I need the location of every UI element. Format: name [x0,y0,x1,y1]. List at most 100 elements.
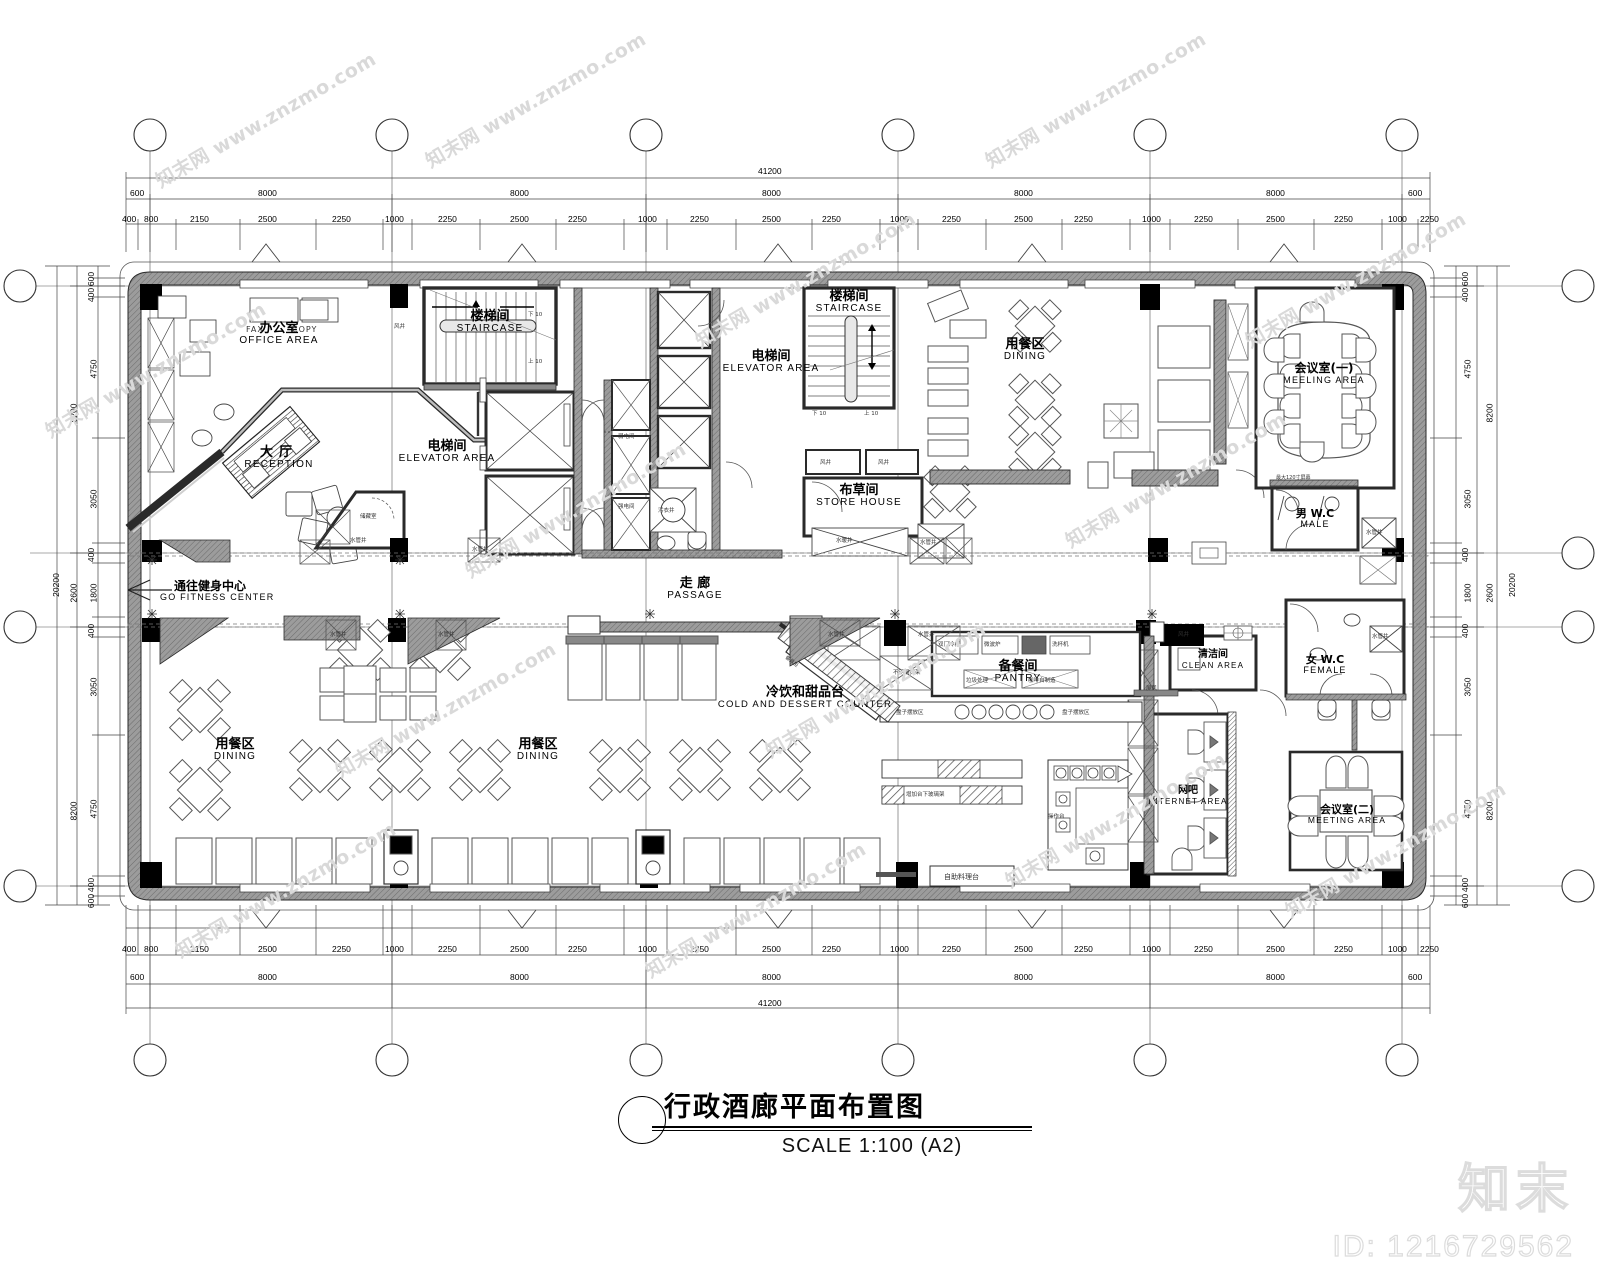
self-serve-counters [876,759,1133,887]
operation-table-label: 操作台 [1048,814,1065,820]
title-rule-2 [652,1130,1032,1131]
dim-top-d16: 2250 [1074,214,1093,224]
dim-left-overall: 20200 [50,573,61,597]
dining-upper-right [923,289,1265,519]
dim-right-d5: 1800 [1462,583,1473,603]
pantry-microwave-label: 微波炉 [984,642,1001,648]
dim-top-bay-2: 8000 [510,188,529,198]
grid-bubbles [3,118,1595,1077]
dim-bot-d18: 2250 [1194,944,1213,954]
dim-top-d9: 1000 [638,214,657,224]
dim-top-d0: 400 [122,214,137,224]
dim-left-d9: 400 [86,877,97,893]
dim-top-d3: 2500 [258,214,277,224]
plate-zone-left: 盘子摆放区 [896,710,924,716]
weak-electric-shaft: 弱电间 [618,434,635,440]
dim-top-d15: 2500 [1014,214,1033,224]
dim-bot-d5: 1000 [385,944,404,954]
dim-overall-width-bottom: 41200 [758,998,782,1008]
internet-area [1127,635,1237,877]
glass-rack-label: 增加台下玻璃架 [906,792,945,798]
water-pipe-shaft-6: 水管井 [828,632,845,638]
dim-bot-d21: 1000 [1388,944,1407,954]
dim-bot-d7: 2500 [510,944,529,954]
corner-wedges [158,539,881,667]
strong-electric-shaft: 强电间 [618,504,635,510]
dim-right-mid-0: 8200 [1484,403,1495,423]
dim-top-bay-3: 8000 [762,188,781,198]
dim-bot-bay-5: 8000 [1266,972,1285,982]
dim-right-d8: 4750 [1462,799,1473,819]
water-pipe-shaft-7: 水管井 [918,632,935,638]
dim-bot-bay-2: 8000 [510,972,529,982]
dim-bot-d3: 2500 [258,944,277,954]
water-pipe-shaft-3: 水管井 [472,547,489,553]
dim-top-d4: 2250 [332,214,351,224]
dim-right-d10: 600 [1460,893,1471,909]
entry-canopy [251,243,1299,929]
dim-right-d3: 3050 [1462,489,1473,509]
dim-top-d14: 2250 [942,214,961,224]
dim-bot-d20: 2250 [1334,944,1353,954]
dim-bot-d14: 2250 [942,944,961,954]
pantry [827,620,1179,723]
dim-left-d7: 3050 [88,677,99,697]
drawing-title-cn: 行政酒廊平面布置图 [664,1092,925,1123]
dim-right-d0: 600 [1460,271,1471,287]
water-pipe-shaft-1: 水管井 [920,540,937,546]
stair1-up-label: 上 10 [528,359,543,365]
dim-right-mid-1: 2600 [1484,583,1495,603]
water-pipe-shaft-4: 水管井 [330,632,347,638]
male-wc [1191,486,1397,585]
dimension-ticks-top [137,219,1419,250]
plate-zone-right: 盘子摆放区 [1062,710,1090,716]
brand-watermark: 知末 [1457,1159,1574,1220]
dim-left-mid-1: 2600 [68,583,79,603]
dim-left-d8: 4750 [88,799,99,819]
clean-area [1149,621,1287,717]
copy-label: COPY [292,325,318,334]
dim-top-d12: 2250 [822,214,841,224]
dim-top-d21: 1000 [1388,214,1407,224]
fax-label: FAX [246,325,264,334]
dim-left-mid-0: 8200 [68,403,79,423]
air-shaft-4: 风井 [1178,632,1190,638]
water-heat-shaft: 水暖井 [836,538,853,544]
dim-bot-d9: 1000 [638,944,657,954]
dim-bot-d8: 2250 [568,944,587,954]
drawing-scale: SCALE 1:100 (A2) [781,1135,963,1157]
screen-size-note: 最大120寸屏幕 [1276,475,1311,481]
dim-bot-d22: 2250 [1420,944,1439,954]
dim-bot-d16: 2250 [1074,944,1093,954]
dim-top-d2: 2150 [190,214,209,224]
water-pipe-shaft-5: 水管井 [438,632,455,638]
elevator-area-1 [479,377,576,556]
dim-bot-bay-0: 600 [130,972,145,982]
dim-top-d8: 2250 [568,214,587,224]
dim-top-d19: 2500 [1266,214,1285,224]
meeting-room-2 [1287,750,1405,872]
dim-bot-d11: 2500 [762,944,781,954]
staircase-2 [802,286,965,559]
dim-left-d0: 600 [86,271,97,287]
dim-top-bay-6: 600 [1408,188,1423,198]
service-core [573,287,783,559]
dim-right-d4: 400 [1460,547,1471,563]
dim-right-mid-2: 8200 [1484,801,1495,821]
air-shaft-1: 风井 [820,460,832,466]
dim-bot-d13: 1000 [890,944,909,954]
female-wc [1284,598,1407,751]
dining-lower [168,618,812,822]
dim-bot-d10: 2250 [690,944,709,954]
dim-bot-d15: 2500 [1014,944,1033,954]
stair2-down-label: 下 10 [812,411,827,417]
dim-top-bay-5: 8000 [1266,188,1285,198]
dim-bot-bay-3: 8000 [762,972,781,982]
pantry-trash-label: 垃圾处理 [966,678,989,684]
air-shaft-3: 风井 [394,324,406,330]
pantry-cupwasher-label: 洗杯机 [1052,642,1069,648]
dim-bot-d2: 2150 [190,944,209,954]
dim-top-d18: 2250 [1194,214,1213,224]
